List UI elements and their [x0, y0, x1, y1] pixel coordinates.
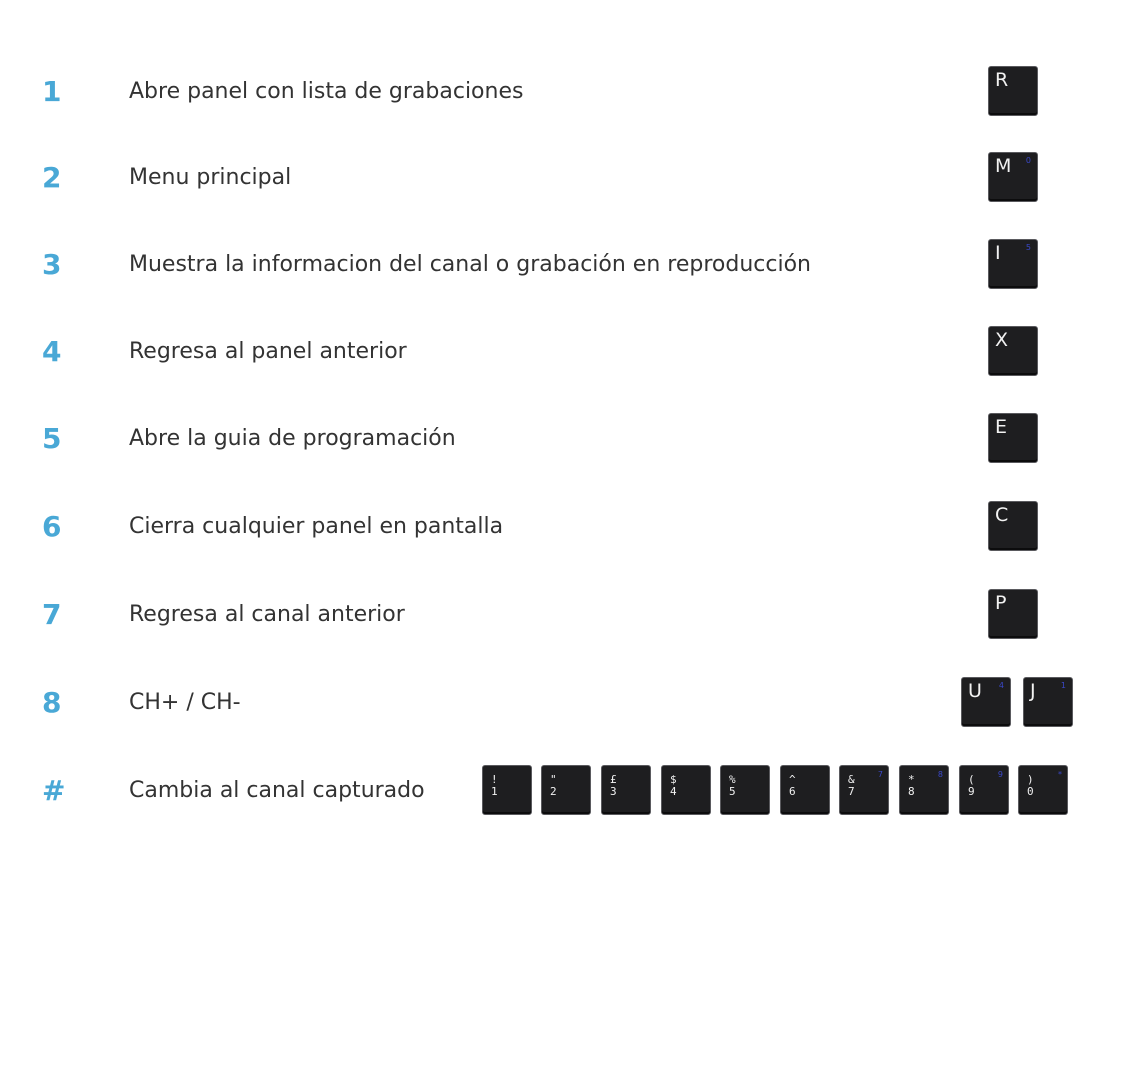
- key-sublabel: 8: [937, 770, 943, 779]
- shortcut-row-6: 6 Cierra cualquier panel en pantalla C: [0, 501, 1135, 553]
- key-label: 9: [968, 785, 975, 798]
- key-label: U: [968, 680, 982, 702]
- key-label: X: [995, 329, 1009, 351]
- key-c: C: [988, 501, 1038, 551]
- key-label: J: [1030, 680, 1036, 702]
- key-sublabel: 9: [997, 770, 1003, 779]
- key-label: E: [995, 416, 1008, 438]
- row-number: 3: [42, 248, 62, 281]
- row-number: #: [42, 774, 66, 807]
- key-label: 1: [491, 785, 498, 798]
- shortcut-row-1: 1 Abre panel con lista de grabaciones R: [0, 66, 1135, 118]
- key-label: 7: [848, 785, 855, 798]
- row-number: 1: [42, 75, 62, 108]
- row-description: Cierra cualquier panel en pantalla: [129, 514, 504, 539]
- row-description: Muestra la informacion del canal o graba…: [129, 252, 811, 277]
- key-label: R: [995, 69, 1009, 91]
- key-shift-label: £: [610, 773, 617, 786]
- key-label: M: [995, 155, 1012, 177]
- key-sublabel: 5: [1025, 243, 1031, 252]
- key-m: M 0: [988, 152, 1038, 202]
- row-number: 8: [42, 686, 62, 719]
- row-description: Menu principal: [129, 165, 292, 190]
- shortcut-row-3: 3 Muestra la informacion del canal o gra…: [0, 239, 1135, 291]
- key-label: I: [995, 242, 1001, 264]
- key-shift-label: !: [491, 773, 498, 786]
- key-x: X: [988, 326, 1038, 376]
- row-description: Cambia al canal capturado: [129, 778, 425, 803]
- key-i: I 5: [988, 239, 1038, 289]
- key-3: £ 3: [601, 765, 651, 815]
- shortcut-row-8: 8 CH+ / CH- U 4 J 1: [0, 677, 1135, 729]
- key-label: 6: [789, 785, 796, 798]
- key-r: R: [988, 66, 1038, 116]
- key-9: ( 9 9: [959, 765, 1009, 815]
- key-shift-label: %: [729, 773, 736, 786]
- row-number: 6: [42, 510, 62, 543]
- row-number: 4: [42, 335, 62, 368]
- key-sublabel: 0: [1025, 156, 1031, 165]
- key-label: 5: [729, 785, 736, 798]
- key-shift-label: ": [550, 773, 557, 786]
- row-number: 2: [42, 161, 62, 194]
- key-label: P: [995, 592, 1007, 614]
- key-j: J 1: [1023, 677, 1073, 727]
- key-sublabel: 4: [998, 681, 1004, 690]
- row-number: 7: [42, 598, 62, 631]
- key-shift-label: ^: [789, 773, 796, 786]
- shortcut-row-5: 5 Abre la guia de programación E: [0, 413, 1135, 465]
- row-description: Abre panel con lista de grabaciones: [129, 79, 524, 104]
- shortcut-row-7: 7 Regresa al canal anterior P: [0, 589, 1135, 641]
- key-label: C: [995, 504, 1009, 526]
- key-shift-label: &: [848, 773, 855, 786]
- shortcut-row-hash: # Cambia al canal capturado ! 1 " 2 £ 3 …: [0, 765, 1135, 817]
- shortcut-row-4: 4 Regresa al panel anterior X: [0, 326, 1135, 378]
- row-description: Regresa al canal anterior: [129, 602, 405, 627]
- key-sublabel: *: [1058, 770, 1062, 779]
- key-5: % 5: [720, 765, 770, 815]
- key-p: P: [988, 589, 1038, 639]
- key-4: $ 4: [661, 765, 711, 815]
- key-0: ) 0 *: [1018, 765, 1068, 815]
- key-u: U 4: [961, 677, 1011, 727]
- shortcut-row-2: 2 Menu principal M 0: [0, 152, 1135, 204]
- key-label: 0: [1027, 785, 1034, 798]
- key-sublabel: 1: [1060, 681, 1066, 690]
- row-description: Abre la guia de programación: [129, 426, 456, 451]
- key-7: & 7 7: [839, 765, 889, 815]
- key-shift-label: (: [968, 773, 975, 786]
- key-2: " 2: [541, 765, 591, 815]
- key-1: ! 1: [482, 765, 532, 815]
- key-shift-label: $: [670, 773, 677, 786]
- key-label: 8: [908, 785, 915, 798]
- key-e: E: [988, 413, 1038, 463]
- key-label: 2: [550, 785, 557, 798]
- row-number: 5: [42, 422, 62, 455]
- key-label: 3: [610, 785, 617, 798]
- key-sublabel: 7: [877, 770, 883, 779]
- key-shift-label: *: [908, 773, 915, 786]
- key-shift-label: ): [1027, 773, 1034, 786]
- key-6: ^ 6: [780, 765, 830, 815]
- key-8: * 8 8: [899, 765, 949, 815]
- key-label: 4: [670, 785, 677, 798]
- row-description: CH+ / CH-: [129, 690, 241, 715]
- row-description: Regresa al panel anterior: [129, 339, 407, 364]
